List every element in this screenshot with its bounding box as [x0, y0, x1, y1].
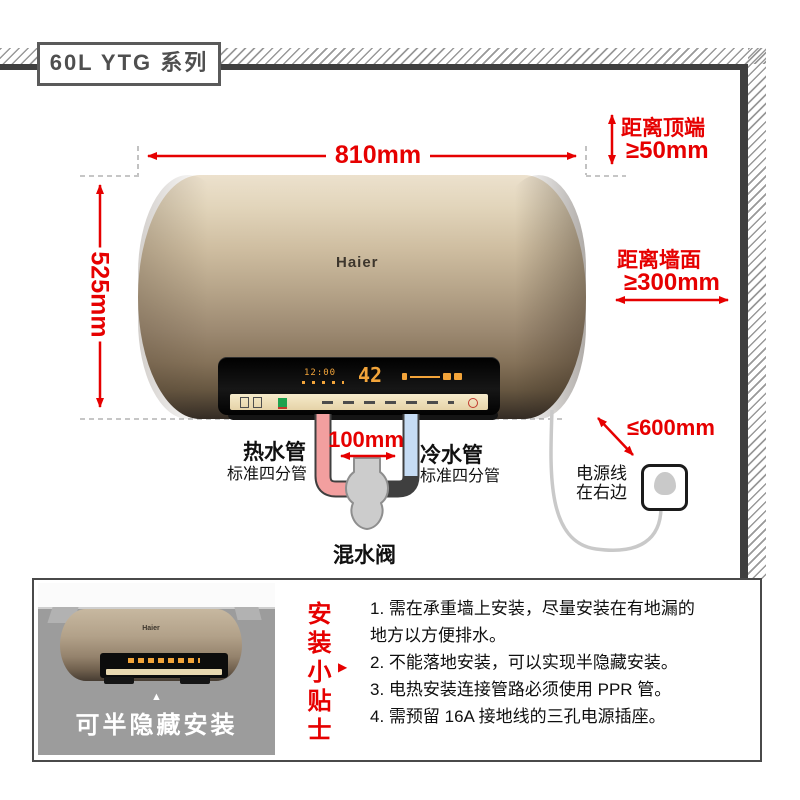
timeline-icon: [410, 376, 440, 378]
tips-list: 1. 需在承重墙上安装，尽量安装在有地漏的地方以方便排水。 2. 不能落地安装，…: [370, 595, 708, 730]
series-label: 60L YTG 系列: [49, 50, 209, 75]
inset-caption: 可半隐藏安装: [75, 712, 238, 739]
plug-icon: [653, 472, 676, 495]
wall-clearance-value: ≥300mm: [624, 269, 720, 296]
tip-item: 3. 电热安装连接管路必须使用 PPR 管。: [370, 680, 672, 699]
cord-note-line2: 在右边: [576, 483, 627, 502]
width-label: 810mm: [326, 141, 430, 170]
power-outlet: [641, 464, 688, 511]
timer-icon: [402, 373, 407, 380]
cord-length-arrow: [597, 417, 634, 456]
top-clearance-value: ≥50mm: [626, 137, 709, 164]
wall-hatch: [748, 48, 766, 580]
cold-pipe-outline: [377, 414, 420, 498]
triangle-right-icon: ▶: [338, 660, 348, 674]
power-button-icon: [468, 397, 478, 408]
cold-pipe-label: 冷水管: [420, 444, 483, 467]
reservation-icons: [402, 371, 464, 383]
series-label-box: 60L YTG 系列: [37, 42, 221, 86]
button-labels: [322, 400, 454, 404]
inset-panel: [100, 653, 228, 678]
panel-base: [228, 410, 498, 420]
valve-label: 混水阀: [333, 544, 396, 567]
cord-note: 电源线 在右边: [576, 464, 627, 502]
power-cord: [549, 409, 663, 552]
hot-pipe: [316, 414, 357, 496]
ceiling-line: [0, 64, 748, 70]
tips-title: 安装小贴士: [303, 601, 330, 746]
control-panel: 12:00 42: [218, 357, 500, 415]
tip-item: 1. 需在承重墙上安装，尽量安装在有地漏的地方以方便排水。: [370, 599, 695, 645]
brand-logo: Haier: [336, 254, 379, 271]
label-icon-2: [253, 397, 262, 408]
cord-note-line1: 电源线: [576, 464, 627, 483]
top-clearance-label: 距离顶端: [621, 117, 705, 140]
bath-icon: [443, 373, 451, 380]
semi-hidden-inset-image: Haier ▲ 可半隐藏安装: [38, 583, 275, 755]
triangle-up-icon: ▲: [151, 691, 162, 703]
bracket-right: [234, 607, 262, 620]
tip-item: 4. 需预留 16A 接地线的三孔电源插座。: [370, 707, 666, 726]
inset-foot-right: [180, 677, 210, 684]
hot-pipe-sub: 标准四分管: [227, 466, 308, 483]
cord-length-label: ≤600mm: [627, 415, 715, 440]
label-icon-1: [240, 397, 249, 408]
button-strip: [230, 394, 488, 410]
tip-item: 2. 不能落地安装，可以实现半隐藏安装。: [370, 653, 678, 672]
cold-pipe-sub: 标准四分管: [420, 468, 501, 485]
display-time: 12:00: [304, 368, 337, 378]
inset-strip: [106, 669, 222, 675]
wall-line: [740, 64, 748, 580]
inset-ceiling: [38, 583, 275, 609]
mixing-valve: [345, 457, 389, 530]
display-temp: 42: [358, 363, 383, 387]
inset-foot-left: [104, 677, 134, 684]
inset-heater: Haier: [60, 609, 242, 684]
wall-clearance-label: 距离墙面: [617, 249, 701, 272]
height-label: 525mm: [84, 247, 114, 342]
mode-icons: [302, 381, 344, 384]
inset-brand: Haier: [142, 625, 160, 632]
pipe-gap-label: 100mm: [328, 427, 404, 452]
shower-icon: [454, 373, 462, 380]
inset-led: [128, 658, 200, 663]
hot-pipe-label: 热水管: [243, 441, 306, 464]
water-heater-body: [138, 175, 586, 419]
energy-label-icon: [278, 397, 287, 409]
